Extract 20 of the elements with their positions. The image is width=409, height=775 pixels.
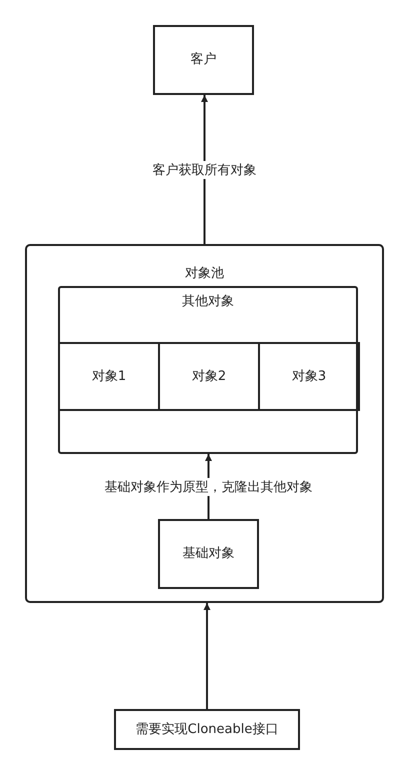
arrow bbox=[204, 603, 210, 709]
process-box bbox=[158, 519, 259, 589]
node-label: 需要实现Cloneable接口 bbox=[136, 722, 278, 738]
edge-label: 客户获取所有对象 bbox=[150, 160, 258, 178]
node-label: 对象3 bbox=[292, 368, 326, 384]
process-box bbox=[58, 342, 160, 411]
arrow bbox=[201, 95, 208, 244]
edge-label: 基础对象作为原型，克隆出其他对象 bbox=[102, 478, 314, 496]
node-label: 其他对象 bbox=[182, 294, 234, 310]
process-box bbox=[153, 25, 254, 95]
node-label: 对象池 bbox=[185, 266, 224, 282]
process-box bbox=[158, 342, 260, 411]
node-label: 对象2 bbox=[192, 368, 226, 384]
node-label: 客户 bbox=[190, 52, 216, 68]
process-box bbox=[258, 342, 360, 411]
process-box bbox=[25, 244, 384, 603]
process-box bbox=[114, 709, 300, 750]
process-box bbox=[58, 286, 358, 454]
node-label: 对象1 bbox=[92, 368, 126, 384]
node-label: 基础对象 bbox=[182, 546, 234, 562]
